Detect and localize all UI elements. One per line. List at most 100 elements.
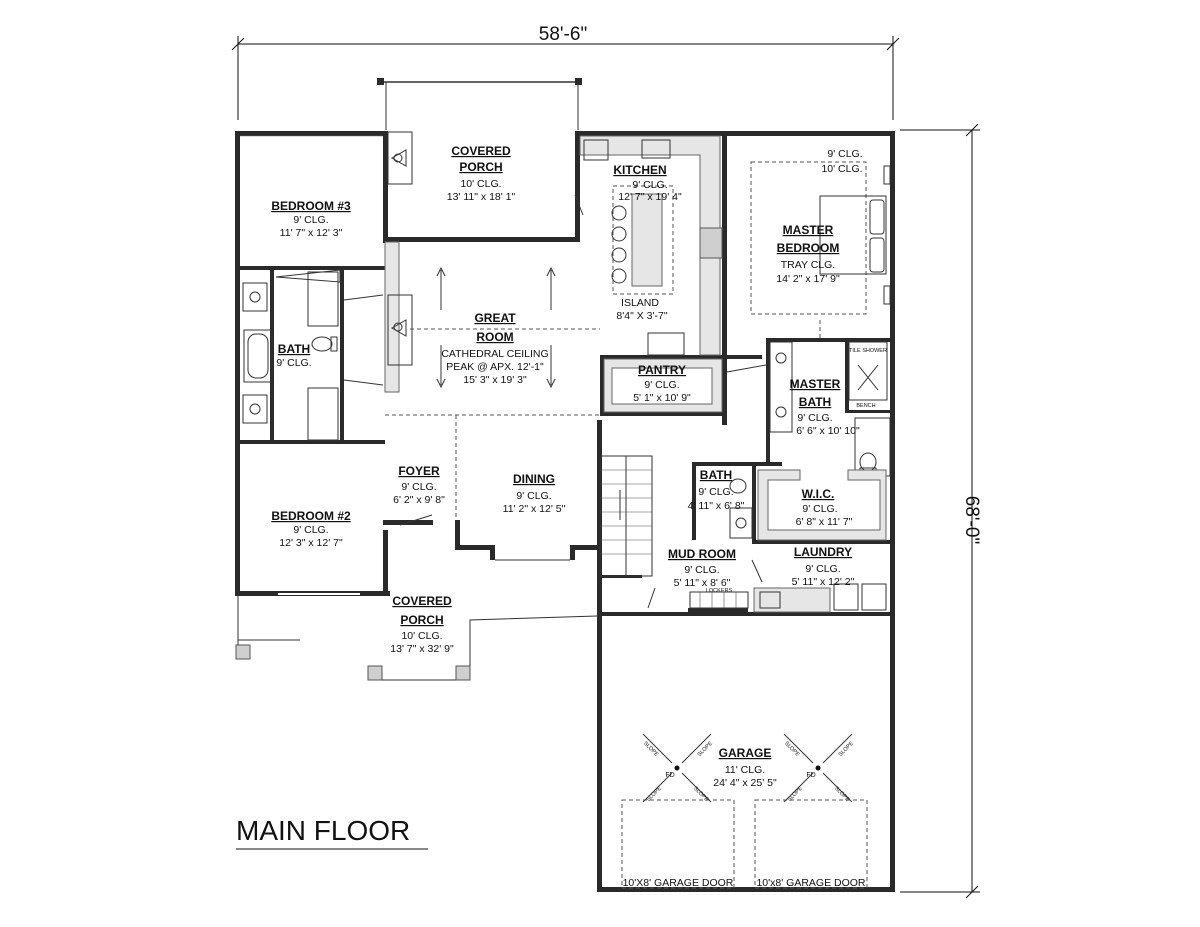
sink-icon <box>641 139 671 159</box>
foyer-ceiling: 9' CLG. <box>401 481 436 493</box>
foyer: FOYER 9' CLG. 6' 2" x 9' 8" <box>393 415 457 526</box>
bath1-name: BATH <box>278 342 310 356</box>
fd-label: FD <box>806 772 815 779</box>
slope-label: SLOPE <box>783 741 800 758</box>
garage-door-2: 10'x8' GARAGE DOOR <box>756 877 865 889</box>
master-bedroom-size: 14' 2" x 17' 9" <box>776 273 840 285</box>
shower-icon <box>848 341 888 401</box>
laundry: LAUNDRY 9' CLG. 5' 11" x 12' 2" <box>751 545 887 613</box>
depth-dimension: 68'-0" <box>900 123 982 899</box>
master-bedroom-ceiling: TRAY CLG. <box>781 259 835 271</box>
master-bath: TILE SHOWER BENCH MASTER BATH 9' CLG. 6'… <box>769 341 891 477</box>
pantry: PANTRY 9' CLG. 5' 1" x 10' 9" <box>603 358 723 413</box>
range-icon <box>699 227 723 259</box>
sink-icon <box>249 291 261 303</box>
slope-label: SLOPE <box>787 785 804 802</box>
kitchen: KITCHEN 9' CLG. 12' 7" x 19' 4" ISLAND 8… <box>579 135 723 356</box>
master-bedroom-name2: BEDROOM <box>777 241 840 255</box>
wic-size: 6' 8" x 11' 7" <box>796 516 853 528</box>
fd-label: FD <box>665 772 674 779</box>
rear-porch-name2: PORCH <box>459 160 502 174</box>
width-dimension: 58'-6" <box>231 24 900 120</box>
kitchen-name: KITCHEN <box>613 163 666 177</box>
width-label: 58'-6" <box>539 24 587 45</box>
fireplace-icon <box>393 322 403 332</box>
bedroom3-ceiling: 9' CLG. <box>293 214 328 226</box>
refrigerator-icon <box>647 332 685 356</box>
great-room-ceiling2: PEAK @ APX. 12'-1" <box>446 361 544 373</box>
washer-icon <box>833 583 859 611</box>
title-text: MAIN FLOOR <box>236 815 410 846</box>
mud-room-name: MUD ROOM <box>668 547 736 561</box>
slope-label: SLOPE <box>838 740 855 757</box>
garage: FD SLOPE SLOPE SLOPE SLOPE FD SLOPE SLOP… <box>621 733 868 889</box>
front-porch-name1: COVERED <box>392 594 452 608</box>
foyer-name: FOYER <box>398 464 440 478</box>
master-tray2: 10' CLG. <box>821 163 862 175</box>
front-porch-ceiling: 10' CLG. <box>401 630 442 642</box>
foyer-size: 6' 2" x 9' 8" <box>393 494 445 506</box>
bath2-size: 4' 11" x 6' 8" <box>688 500 745 512</box>
garage-door-1: 10'X8' GARAGE DOOR <box>623 877 734 889</box>
sink-icon <box>249 403 261 415</box>
slope-label: SLOPE <box>642 741 659 758</box>
bedroom3-size: 11' 7" x 12' 3" <box>280 227 343 239</box>
kitchen-size: 12' 7" x 19' 4" <box>618 191 682 203</box>
depth-label: 68'-0" <box>961 496 982 544</box>
master-bath-ceiling: 9' CLG. <box>797 412 832 424</box>
bath2-name: BATH <box>700 468 732 482</box>
floor-drain-right: FD SLOPE SLOPE SLOPE SLOPE <box>783 733 855 803</box>
bed-icon <box>819 195 887 275</box>
front-porch-name2: PORCH <box>400 613 443 627</box>
kitchen-ceiling: 9' CLG. <box>632 179 667 191</box>
toilet-icon <box>729 478 747 494</box>
master-bath-name2: BATH <box>799 395 831 409</box>
rear-porch-name1: COVERED <box>451 144 511 158</box>
bench-label: BENCH <box>856 403 875 409</box>
island-size: 8'4" X 3'-7" <box>616 310 667 322</box>
laundry-ceiling: 9' CLG. <box>805 563 840 575</box>
dining-size: 11' 2" x 12' 5" <box>503 503 566 515</box>
laundry-size: 5' 11" x 12' 2" <box>792 576 855 588</box>
master-tray1: 9' CLG. <box>827 148 862 160</box>
bath-1: BATH 9' CLG. <box>242 271 384 441</box>
utility-sink-icon <box>759 591 781 609</box>
shower-label: TILE SHOWER <box>849 348 887 354</box>
bath2-ceiling: 9' CLG. <box>698 486 733 498</box>
sink-icon <box>775 352 787 364</box>
kitchen-island <box>631 193 663 287</box>
slope-label: SLOPE <box>833 786 850 803</box>
pantry-ceiling: 9' CLG. <box>644 379 679 391</box>
bedroom3-name: BEDROOM #3 <box>271 199 351 213</box>
fireplace-icon <box>393 153 403 163</box>
garage-name: GARAGE <box>719 746 772 760</box>
dining-ceiling: 9' CLG. <box>516 490 551 502</box>
dining: DINING 9' CLG. 11' 2" x 12' 5" <box>495 472 570 561</box>
dryer-icon <box>861 583 887 611</box>
garage-size: 24' 4" x 25' 5" <box>713 777 777 789</box>
great-room: GREAT ROOM CATHEDRAL CEILING PEAK @ APX.… <box>384 241 600 416</box>
great-room-ceiling1: CATHEDRAL CEILING <box>441 348 548 360</box>
mud-room-ceiling: 9' CLG. <box>684 564 719 576</box>
master-bath-name1: MASTER <box>790 377 841 391</box>
laundry-name: LAUNDRY <box>794 545 852 559</box>
bathtub-icon <box>243 329 273 383</box>
lockers-label: LOCKERS <box>706 588 733 594</box>
walk-in-closet: W.I.C. 9' CLG. 6' 8" x 11' 7" <box>757 469 887 541</box>
rear-porch-ceiling: 10' CLG. <box>460 178 501 190</box>
master-bath-size: 6' 6" x 10' 10" <box>796 425 860 437</box>
bedroom-3: BEDROOM #3 9' CLG. 11' 7" x 12' 3" <box>240 135 383 283</box>
rear-porch-size: 13' 11" x 18' 1" <box>447 191 516 203</box>
mud-room: LOCKERS MUD ROOM 9' CLG. 5' 11" x 8' 6" <box>647 547 749 609</box>
bedroom2-ceiling: 9' CLG. <box>293 524 328 536</box>
dining-name: DINING <box>513 472 555 486</box>
bath1-ceiling: 9' CLG. <box>276 357 311 369</box>
mud-room-size: 5' 11" x 8' 6" <box>674 577 731 589</box>
slope-label: SLOPE <box>697 740 714 757</box>
great-room-size: 15' 3" x 19' 3" <box>463 374 527 386</box>
bedroom-2: BEDROOM #2 9' CLG. 12' 3" x 12' 7" <box>271 509 360 595</box>
wic-name: W.I.C. <box>802 487 835 501</box>
pantry-size: 5' 1" x 10' 9" <box>633 392 691 404</box>
sink-icon <box>775 406 787 418</box>
covered-porch-front: COVERED PORCH 10' CLG. 13' 7" x 32' 9" <box>235 594 598 681</box>
